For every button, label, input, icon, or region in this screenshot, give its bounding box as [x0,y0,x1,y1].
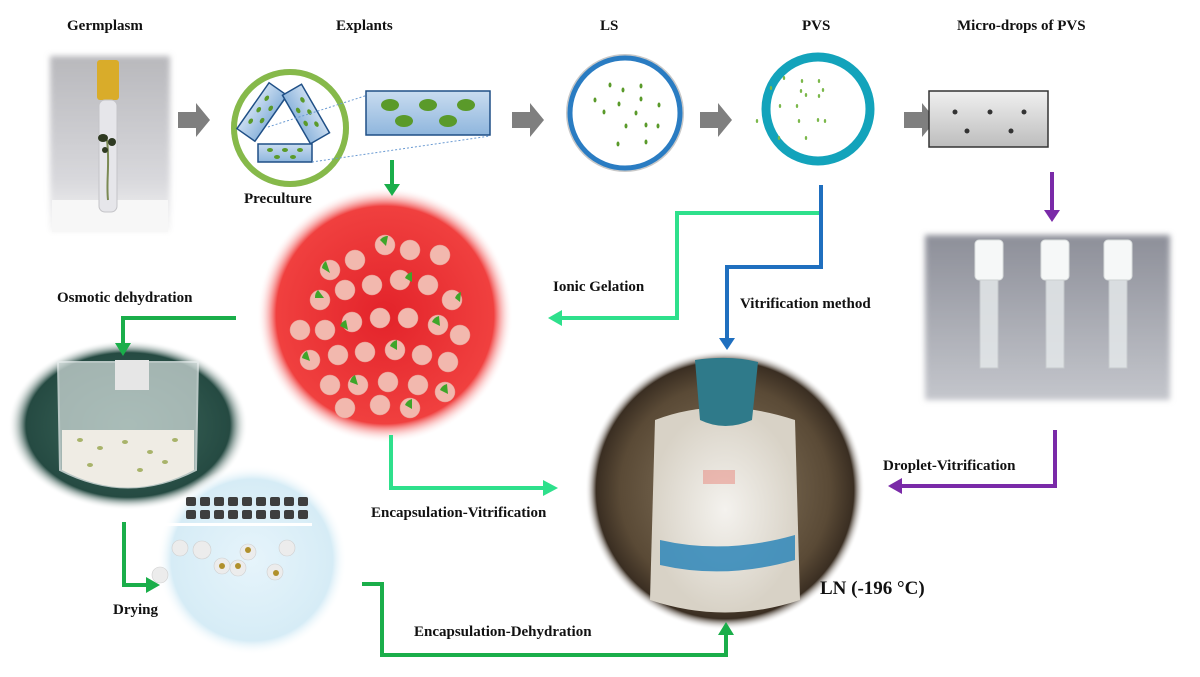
label-explants: Explants [336,18,393,34]
label-droplet-vitrification: Droplet-Vitrification [883,458,1016,474]
label-encapsulation-vitrification: Encapsulation-Vitrification [371,505,547,521]
drying-photo [151,465,347,655]
zoom-guide-lines [267,94,491,163]
pvs-dish [755,52,875,166]
label-osmotic-dehydration: Osmotic dehydration [57,290,193,306]
tube-cap [97,60,119,100]
arrow-ionic-gelation [548,211,819,326]
arrow-droplet-vitrification [888,430,1057,494]
arrow-encapsulation-vitrification [389,435,558,496]
arrow-vitrification-method [719,185,823,350]
encapsulated-beads-photo [257,187,513,443]
label-germplasm: Germplasm [67,18,143,34]
arrow-osmotic-dehydration [115,316,236,356]
arrow-drying [122,522,160,593]
arrow-encapsulation-dehydration [362,582,734,657]
label-encapsulation-dehydration: Encapsulation-Dehydration [414,624,592,640]
explant-magnified-box [365,90,491,136]
label-micro-drops: Micro-drops of PVS [957,18,1086,34]
label-liquid-nitrogen: LN (-196 °C) [820,578,925,599]
label-ionic-gelation: Ionic Gelation [553,279,645,295]
cryovials-photo [925,235,1170,400]
liquid-nitrogen-dewar-photo [585,350,865,630]
gray-arrow-4 [904,103,936,137]
ls-dish [566,54,684,172]
label-vitrification-method: Vitrification method [740,296,871,312]
preculture-dish [231,69,349,187]
label-pvs: PVS [802,18,831,34]
label-drying: Drying [113,602,158,618]
gray-arrow-2 [512,103,544,137]
micro-drops-slide [928,90,1049,148]
label-preculture: Preculture [244,191,312,207]
gray-arrow-1 [178,103,210,137]
osmotic-dehydration-photo [8,340,248,510]
arrow-explant-to-beads [384,160,400,196]
label-ls: LS [600,18,619,34]
arrow-microdrops-to-vials [1044,172,1060,222]
germplasm-photo [50,56,170,232]
gray-arrow-3 [700,103,732,137]
